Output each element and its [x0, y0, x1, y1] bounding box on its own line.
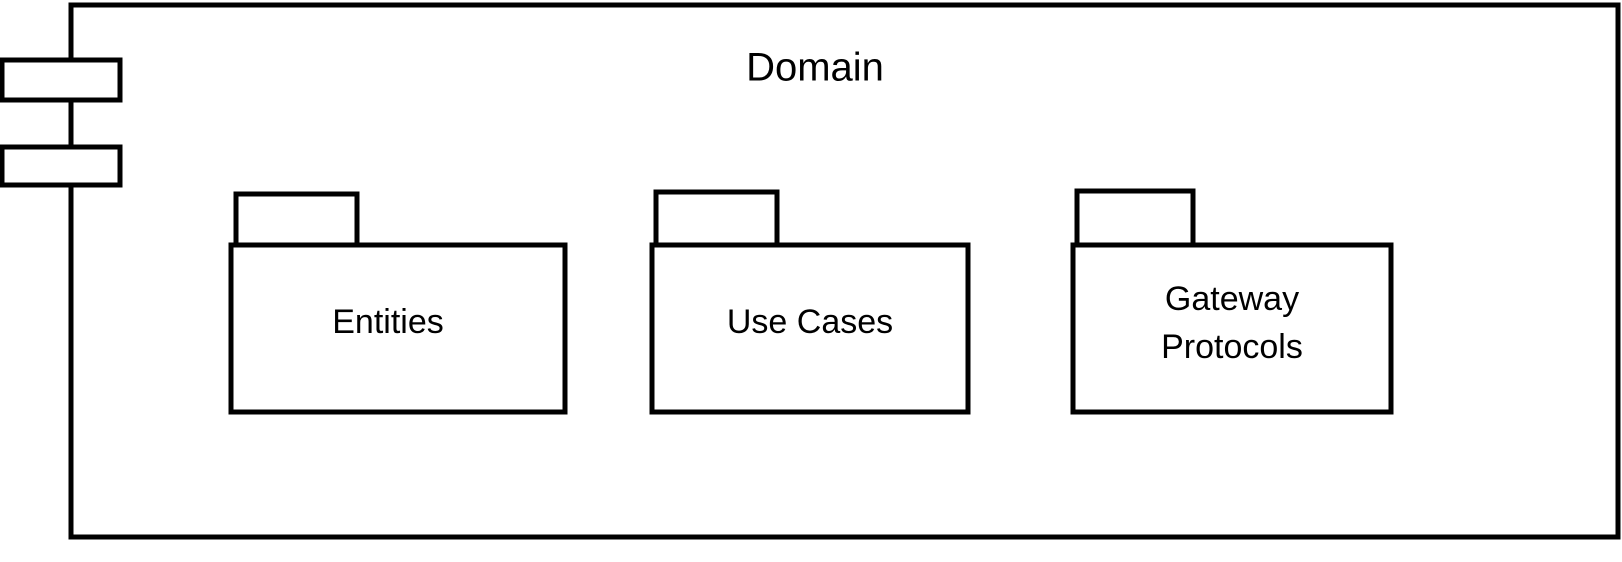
component-icon	[0, 5, 123, 537]
package-entities[interactable]: Entities	[228, 191, 568, 415]
package-body	[649, 242, 971, 415]
package-use-cases[interactable]: Use Cases	[649, 189, 971, 415]
component-icon-tab-upper	[0, 57, 123, 103]
package-label: Entities	[332, 303, 444, 341]
package-label-line: Entities	[332, 303, 444, 341]
package-label-line: Gateway	[1165, 280, 1299, 318]
package-tab	[653, 189, 780, 248]
component-icon-tab-lower	[0, 144, 123, 188]
package-body	[1070, 242, 1394, 415]
package-label-line: Protocols	[1161, 328, 1303, 366]
package-label: Use Cases	[727, 303, 893, 341]
package-body	[228, 242, 568, 415]
package-tab	[1074, 188, 1196, 248]
package-label-line: Use Cases	[727, 303, 893, 341]
component-title: Domain	[746, 46, 884, 90]
package-tab	[233, 191, 360, 248]
